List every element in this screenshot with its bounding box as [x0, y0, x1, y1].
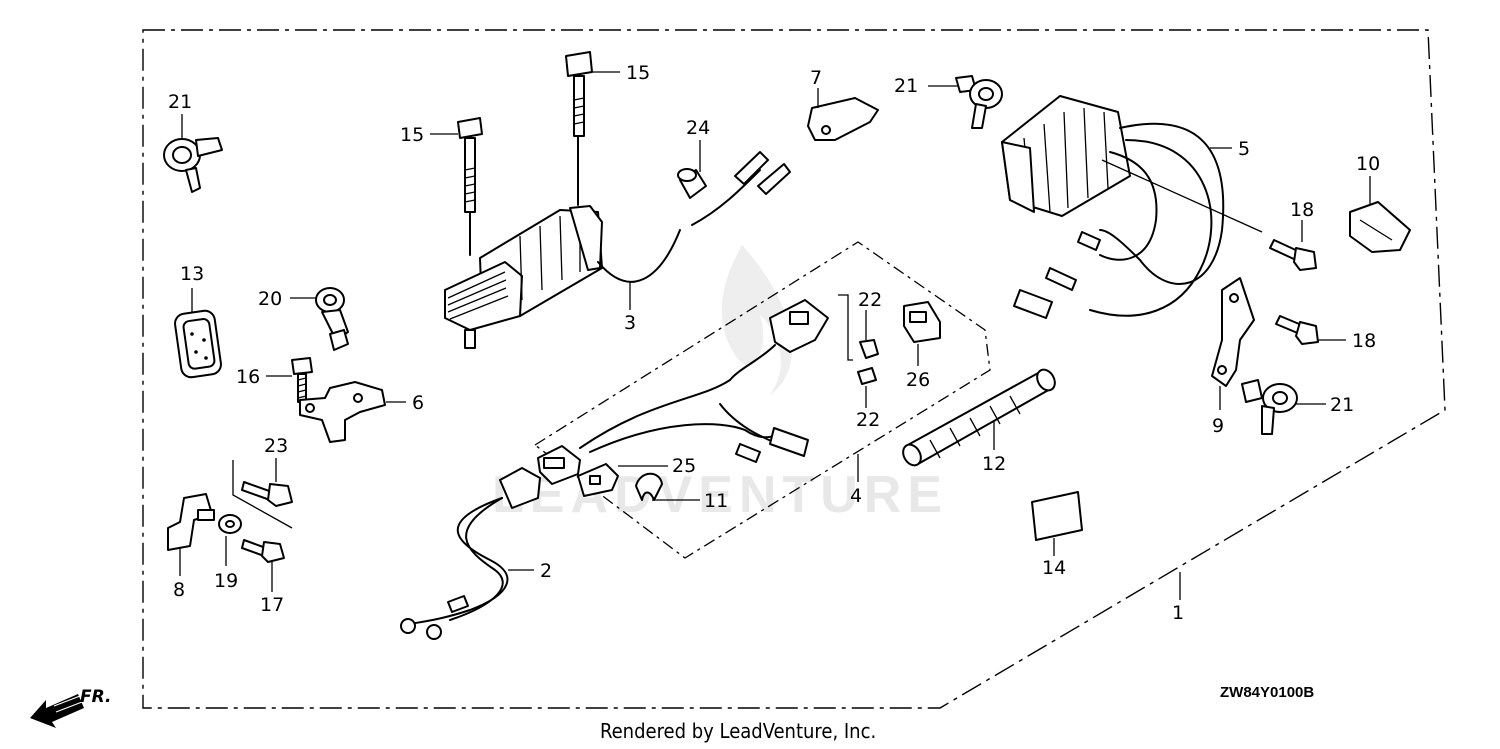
bolt-23 — [241, 481, 293, 507]
callout-9: 9 — [1212, 415, 1224, 437]
bolt-16 — [291, 357, 313, 403]
callout-23: 23 — [264, 435, 288, 457]
clip-21-right — [1241, 379, 1298, 435]
callout-labels: 15 15 21 21 21 7 24 5 10 18 18 13 20 3 2… — [168, 62, 1380, 624]
callout-15-right: 15 — [626, 62, 650, 84]
callout-18-lower: 18 — [1352, 330, 1376, 352]
coil-lead-connectors — [691, 151, 791, 226]
callout-22-upper: 22 — [858, 289, 882, 311]
assembly-boundary — [142, 29, 1446, 709]
diagram-code: ZW84Y0100B — [1220, 684, 1314, 701]
callout-7: 7 — [810, 67, 822, 89]
callout-19: 19 — [214, 570, 238, 592]
terminal-22-upper — [859, 339, 879, 359]
clamp-10 — [1349, 201, 1411, 253]
callout-5: 5 — [1238, 138, 1250, 160]
callout-21-top-middle: 21 — [894, 75, 918, 97]
callout-24: 24 — [686, 117, 710, 139]
connector-25 — [577, 463, 619, 497]
callout-3: 3 — [624, 312, 636, 334]
bolt-17 — [241, 539, 285, 563]
bracket-8 — [167, 493, 215, 551]
callout-1: 1 — [1172, 602, 1184, 624]
callout-4: 4 — [850, 485, 862, 507]
clip-20 — [315, 287, 349, 351]
callout-12: 12 — [982, 453, 1006, 475]
render-credit: Rendered by LeadVenture, Inc. — [600, 719, 876, 743]
label-14 — [1031, 491, 1083, 541]
sleeve-12 — [902, 368, 1056, 467]
sub-harness-4 — [537, 299, 829, 485]
callout-18-upper: 18 — [1290, 199, 1314, 221]
clip-21-top-left — [163, 137, 223, 193]
callout-21-right: 21 — [1330, 394, 1354, 416]
callout-6: 6 — [412, 392, 424, 414]
ignition-coil-3 — [444, 135, 681, 349]
callout-11: 11 — [704, 490, 728, 512]
bracket-6 — [299, 381, 386, 443]
washer-19 — [218, 514, 242, 534]
clip-21-top-middle — [955, 75, 1003, 129]
callout-10: 10 — [1356, 153, 1380, 175]
bolt-18-upper — [1269, 239, 1317, 271]
bracket-7 — [807, 97, 879, 141]
grommet-13 — [174, 309, 222, 379]
callout-15-left: 15 — [400, 124, 424, 146]
callout-25: 25 — [672, 455, 696, 477]
connector-26 — [903, 301, 941, 343]
cable-2 — [400, 467, 541, 640]
front-direction-indicator: FR. — [30, 687, 111, 728]
bolt-18-lower — [1275, 315, 1319, 345]
fastener-group-line — [232, 460, 293, 529]
callout-2: 2 — [540, 560, 552, 582]
callout-20: 20 — [258, 288, 282, 310]
bolt-15-right — [565, 51, 593, 137]
callout-26: 26 — [906, 369, 930, 391]
callout-16: 16 — [236, 366, 260, 388]
leader-lines — [179, 71, 1371, 600]
terminal-22-lower — [857, 367, 877, 385]
regulator-rectifier-5 — [1001, 95, 1263, 319]
harness-subassembly-boundary — [533, 241, 991, 559]
callout-8: 8 — [173, 579, 185, 601]
callout-22-lower: 22 — [856, 409, 880, 431]
bracket-9 — [1211, 277, 1255, 387]
callout-17: 17 — [260, 594, 284, 616]
callout-21-top-left: 21 — [168, 91, 192, 113]
clip-group-bracket — [838, 294, 853, 361]
callout-13: 13 — [180, 263, 204, 285]
bolt-15-left — [457, 117, 483, 213]
callout-14: 14 — [1042, 557, 1066, 579]
cap-24 — [677, 168, 707, 199]
direction-label: FR. — [80, 687, 111, 707]
